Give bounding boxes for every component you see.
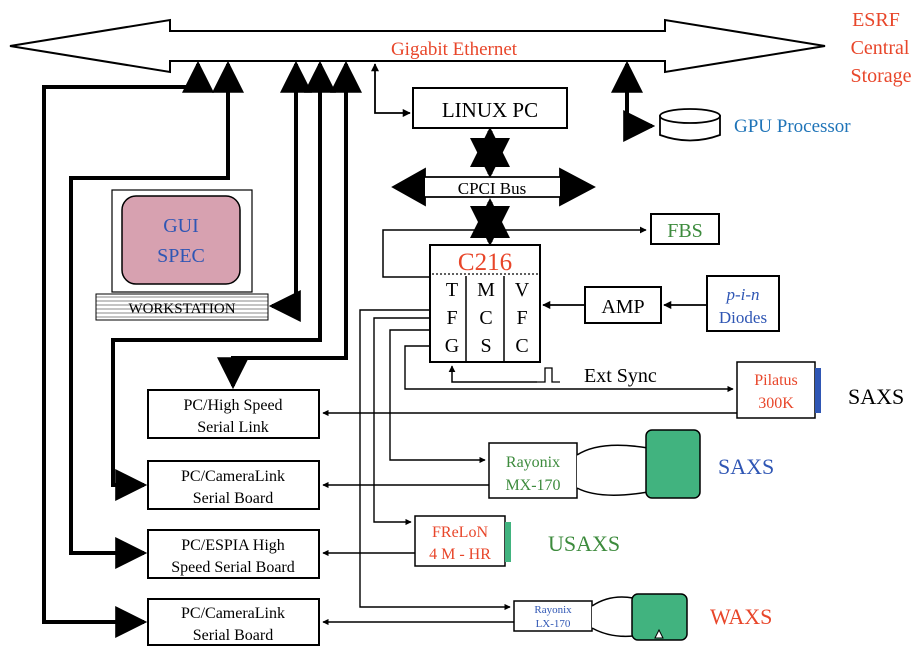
frelon-tag: USAXS — [548, 531, 620, 556]
esrf-storage-line-1: ESRF — [852, 9, 900, 31]
c216-cell-v: V — [515, 279, 530, 301]
pilatus-sensor — [815, 368, 821, 413]
rayonix-mx-tag: SAXS — [718, 454, 774, 479]
c216-cell-f: F — [446, 307, 457, 329]
c216-cell-m: M — [477, 279, 495, 301]
c216-cell-c2: C — [515, 335, 528, 357]
rayonix-mx-line-2: MX-170 — [505, 477, 560, 494]
rayonix-mx-cone — [576, 444, 649, 496]
rayonix-lx-detector — [631, 593, 688, 641]
pc-board-1-line-2: Serial Link — [197, 419, 269, 436]
pilatus-box — [736, 361, 816, 419]
bus-to-linux-pc-link — [370, 63, 411, 118]
c216-title: C216 — [458, 249, 512, 276]
ext-sync-link — [448, 365, 537, 383]
workstation-screen-line-1: GUI — [163, 215, 199, 237]
pc-board-3-line-1: PC/ESPIA High — [181, 537, 285, 554]
c216-to-fbs-link — [382, 226, 647, 278]
c216-to-frelon-trigger — [373, 317, 430, 526]
pc-board-2-line-2: Serial Board — [193, 490, 273, 507]
pulse-icon — [537, 367, 560, 383]
linux-pc-box — [412, 87, 568, 129]
diodes-line-1: p-i-n — [725, 285, 759, 304]
c216-cell-c: C — [479, 307, 492, 329]
frelon-sensor — [505, 522, 511, 562]
esrf-storage-line-3: Storage — [850, 65, 911, 87]
pilatus-tag: SAXS — [848, 384, 904, 409]
rayonix-mx-detector — [645, 429, 701, 499]
frelon-line-1: FReLoN — [432, 524, 488, 541]
fbs-box — [650, 213, 720, 245]
c216-cell-g: G — [445, 335, 459, 357]
ext-sync-label: Ext Sync — [584, 365, 657, 387]
c216-to-rayonix-lx-trigger — [359, 309, 511, 611]
pilatus-line-2: 300K — [758, 395, 794, 412]
gpu-cylinder-icon — [659, 108, 721, 142]
gpu-processor-label: GPU Processor — [734, 116, 851, 137]
workstation-screen-line-2: SPEC — [157, 245, 205, 267]
pc-board-1-line-1: PC/High Speed — [183, 397, 282, 414]
cpci-bus-label: CPCI Bus — [458, 179, 527, 198]
linux-pc-label: LINUX PC — [442, 98, 538, 122]
pc-board-3-line-2: Speed Serial Board — [171, 559, 295, 576]
rayonix-lx-marker-icon — [654, 628, 664, 639]
pc-board-2-line-1: PC/CameraLink — [181, 468, 285, 485]
diodes-line-2: Diodes — [719, 308, 767, 327]
c216-cell-t: T — [446, 279, 458, 301]
gigabit-ethernet-label: Gigabit Ethernet — [391, 39, 518, 60]
frelon-line-2: 4 M - HR — [429, 546, 491, 563]
amp-box — [584, 286, 662, 324]
workstation-screen — [121, 195, 241, 285]
rayonix-mx-line-1: Rayonix — [506, 454, 560, 471]
fbs-label: FBS — [667, 220, 703, 242]
c216-cell-f2: F — [516, 307, 527, 329]
workstation-label: WORKSTATION — [128, 301, 235, 317]
cpci-bus-left-head — [393, 169, 425, 205]
amp-label: AMP — [601, 296, 644, 318]
c216-box — [429, 244, 541, 363]
cpci-bus-right-head — [560, 169, 594, 205]
pilatus-line-1: Pilatus — [754, 372, 798, 389]
c216-cell-s: S — [480, 335, 491, 357]
pc-board-4-line-1: PC/CameraLink — [181, 605, 285, 622]
rayonix-lx-cone — [591, 596, 634, 638]
rayonix-lx-line-2: LX-170 — [536, 618, 571, 630]
bus-to-pc-board-1-link — [217, 60, 362, 390]
c216-to-pilatus-trigger — [404, 345, 734, 393]
pc-board-4-line-2: Serial Board — [193, 627, 273, 644]
rayonix-lx-tag: WAXS — [710, 604, 772, 629]
bus-to-workstation-link — [268, 60, 312, 322]
diodes-box — [706, 275, 780, 332]
frelon-box — [414, 515, 506, 567]
rayonix-lx-line-1: Rayonix — [534, 604, 572, 616]
c216-to-rayonix-mx-trigger — [389, 329, 486, 464]
esrf-storage-line-2: Central — [851, 37, 910, 59]
